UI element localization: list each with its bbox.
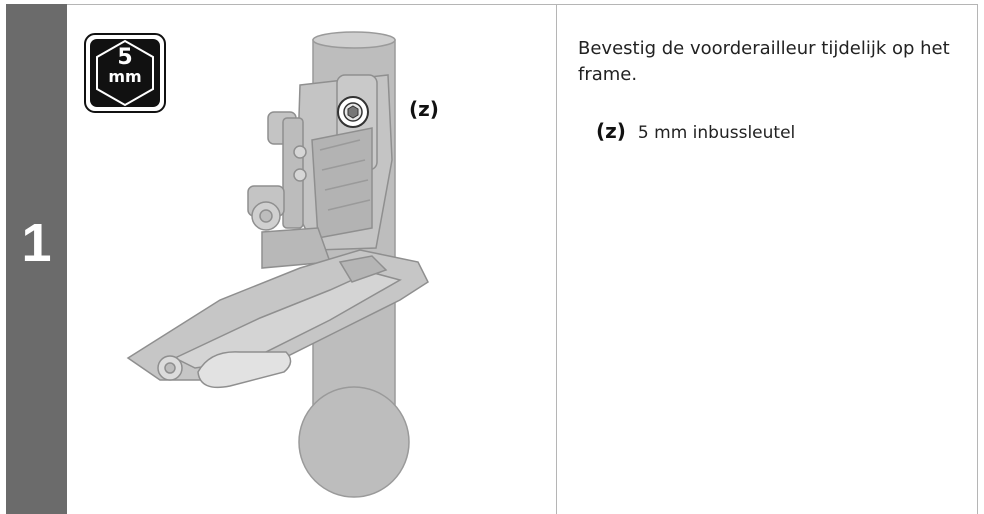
tool-size: 5	[117, 45, 133, 70]
step-bar: 1	[6, 4, 67, 514]
hex-key-icon	[84, 33, 166, 113]
derailleur-cage	[126, 249, 429, 389]
clamp-bolt	[337, 96, 369, 128]
column-divider	[556, 4, 557, 514]
tool-unit: mm	[108, 67, 142, 86]
legend-label: (z)	[596, 119, 626, 143]
legend-text: 5 mm inbussleutel	[637, 123, 796, 143]
legend-item: (z) 5 mm inbussleutel	[596, 119, 795, 143]
figure-callout: (z)	[409, 97, 439, 121]
step-number: 1	[21, 213, 52, 273]
instruction-text: Bevestig de voorderailleur tijdelijk op …	[578, 38, 950, 85]
derailleur-linkage	[247, 111, 332, 269]
tool-badge: 5 mm	[84, 33, 166, 113]
step-frame	[6, 4, 978, 514]
front-derailleur-illustration	[126, 31, 429, 498]
